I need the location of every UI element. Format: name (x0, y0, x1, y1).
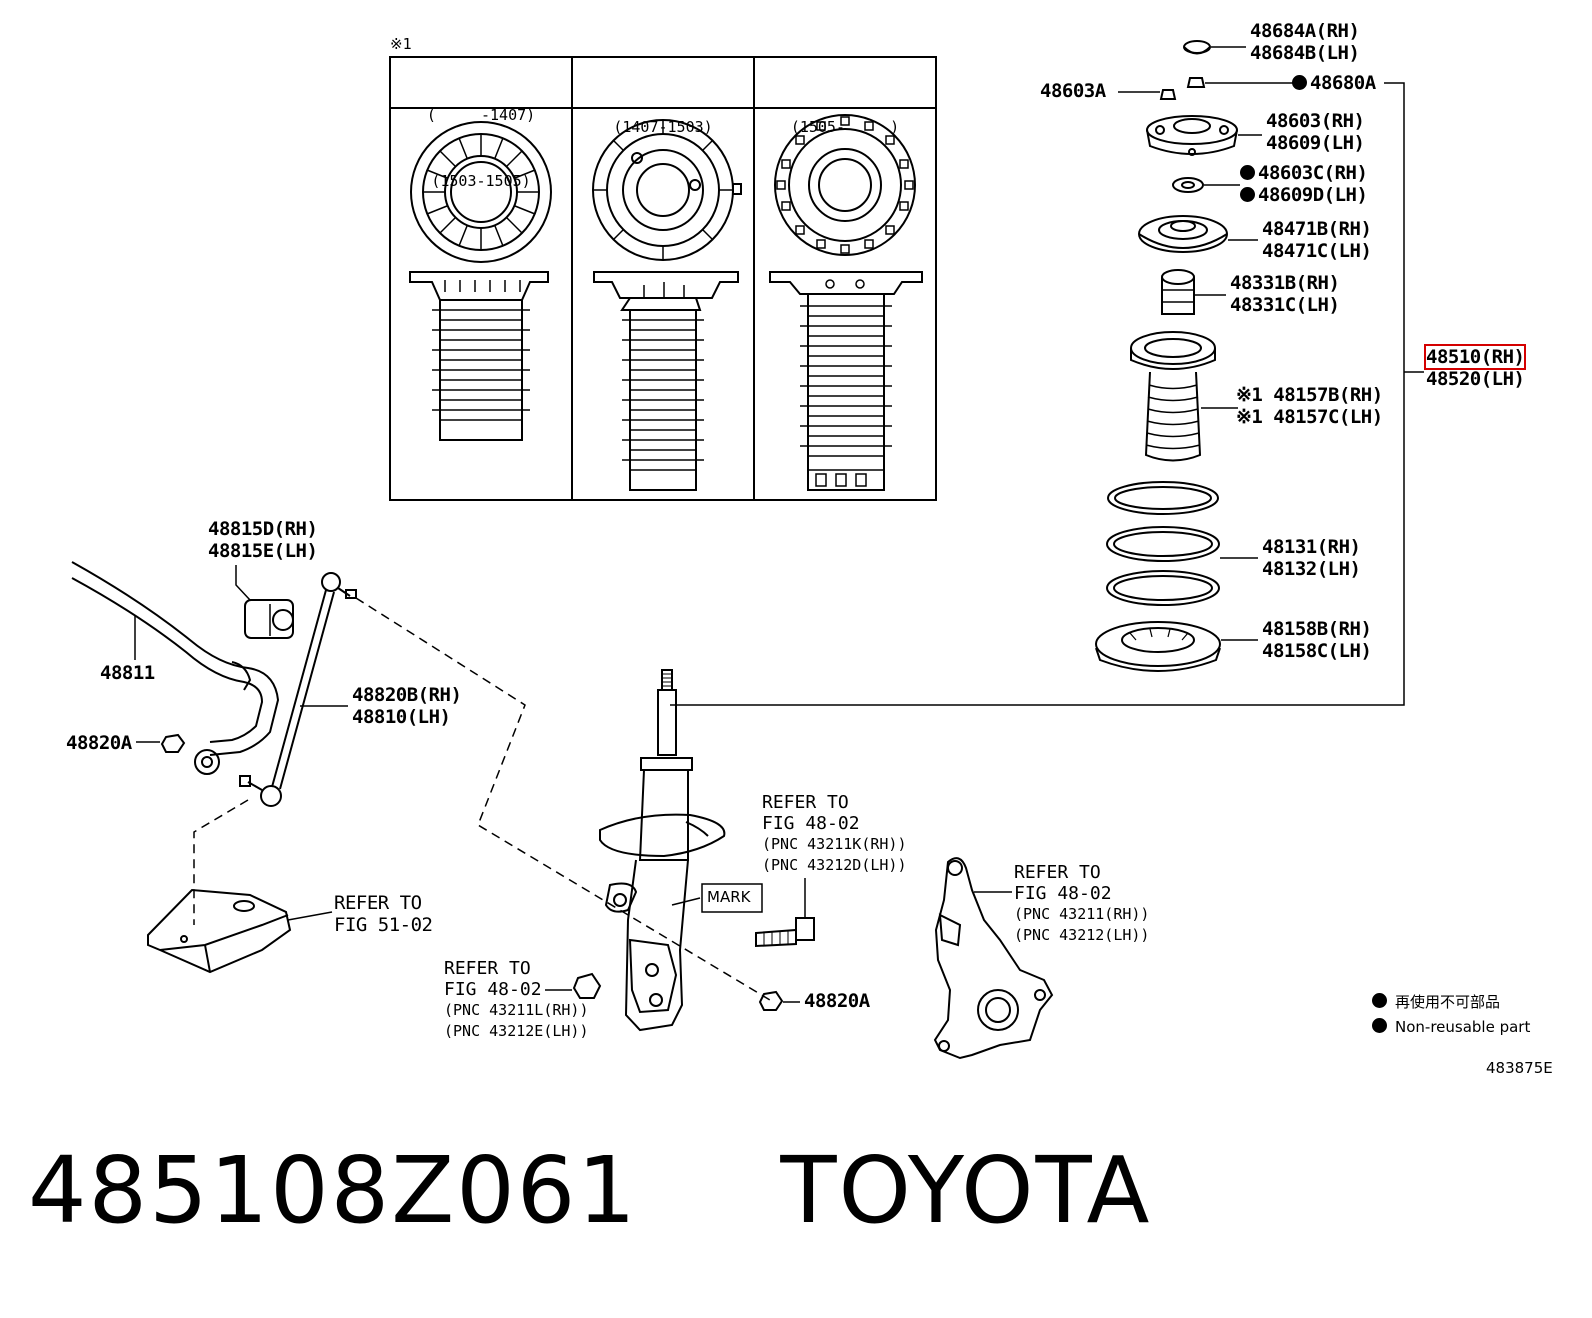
nut-48603a (1118, 89, 1177, 100)
label-48131: 48131(RH) 48132(LH) (1262, 536, 1361, 580)
label-48820b: 48820B(RH) 48810(LH) (352, 684, 462, 728)
inset-bellows-3 (769, 271, 923, 491)
spring-48131 (1106, 481, 1258, 606)
insulator-48157 (1130, 331, 1238, 462)
legend-item-en: Non-reusable part (1372, 1015, 1530, 1040)
non-reusable-bullet-icon (1372, 1018, 1387, 1033)
inset-col2-line1: (1407-1503) (613, 118, 713, 136)
inset-bearing-1 (410, 121, 552, 263)
inset-box (389, 56, 937, 501)
inset-col2-header: (1407-1503) (574, 72, 752, 182)
dashed-guides (193, 597, 771, 1001)
label-48603: 48603(RH) 48609(LH) (1266, 110, 1365, 154)
inset-note-mark: ※1 (390, 35, 412, 53)
nut-strut-left (545, 972, 602, 999)
label-48510: 48510(RH) 48520(LH) (1423, 344, 1527, 390)
bolt-strut (755, 878, 815, 948)
refer-fig48-knuckle: REFER TO FIG 48-02 (PNC 43211(RH)) (PNC … (1014, 862, 1150, 944)
inset-bearing-3 (774, 114, 916, 256)
inset-bellows-2 (593, 271, 739, 491)
stabilizer-end-eye (194, 749, 220, 775)
bumper-48331 (1161, 269, 1226, 315)
part-number: 485108Z061 (28, 1137, 638, 1244)
assembly-bracket (670, 82, 1424, 706)
inset-col3-header: (1505- ) (756, 72, 934, 182)
label-48603c: 48603C(RH) 48609D(LH) (1240, 162, 1368, 206)
washer-48603c (1172, 177, 1240, 193)
inset-col1-header: ( -1407) (1503-1505) (392, 60, 570, 236)
nut-48820a-bottom (758, 990, 800, 1011)
inset-col1-line1: ( -1407) (426, 106, 536, 124)
bearing-48471 (1138, 215, 1258, 253)
label-48331: 48331B(RH) 48331C(LH) (1230, 272, 1340, 316)
label-48820a-bottom: 48820A (804, 990, 870, 1012)
link-48820b (239, 572, 357, 807)
footer-title: 485108Z061 TOYOTA (28, 1136, 1151, 1246)
label-48815: 48815D(RH) 48815E(LH) (208, 518, 318, 562)
non-reusable-bullet-icon (1372, 993, 1387, 1008)
inset-col3-line1: (1505- ) (790, 118, 900, 136)
nut-48820a-left (136, 733, 186, 753)
legend-item-ja: 再使用不可部品 (1372, 990, 1530, 1015)
steering-knuckle (933, 857, 1054, 1060)
label-48820a-left: 48820A (66, 732, 132, 754)
bushing-48815 (235, 565, 294, 639)
refer-fig48-strut-left: REFER TO FIG 48-02 (PNC 43211L(RH)) (PNC… (444, 958, 589, 1040)
inset-bellows-1 (409, 271, 549, 441)
non-reusable-bullet-icon (1292, 75, 1307, 90)
stabilizer-bar (71, 561, 280, 756)
label-48471: 48471B(RH) 48471C(LH) (1262, 218, 1372, 262)
refer-fig51: REFER TO FIG 51-02 (334, 892, 433, 936)
non-reusable-bullet-icon (1240, 165, 1255, 180)
nut-48680a (1186, 77, 1296, 88)
insulator-48158 (1095, 621, 1258, 672)
mark-box (701, 883, 763, 913)
frame-bracket (147, 888, 333, 974)
label-48603a: 48603A (1040, 80, 1106, 102)
support-48603 (1146, 115, 1262, 156)
cap-48684 (1183, 40, 1246, 55)
label-48811: 48811 (100, 662, 155, 684)
label-48680a: 48680A (1292, 72, 1376, 94)
inset-bearing-2 (592, 119, 742, 261)
brand-name: TOYOTA (780, 1137, 1152, 1244)
highlighted-part-number: 48510(RH) (1423, 344, 1527, 370)
non-reusable-bullet-icon (1240, 187, 1255, 202)
legend: 再使用不可部品 Non-reusable part (1372, 990, 1530, 1040)
figure-code: 483875E (1486, 1059, 1553, 1077)
inset-col1-line2: (1503-1505) (431, 172, 531, 190)
label-48158: 48158B(RH) 48158C(LH) (1262, 618, 1372, 662)
refer-fig48-strut-top: REFER TO FIG 48-02 (PNC 43211K(RH)) (PNC… (762, 792, 907, 874)
mark-label: MARK (707, 888, 751, 906)
label-48684: 48684A(RH) 48684B(LH) (1250, 20, 1360, 64)
label-48157: ※1 48157B(RH) ※1 48157C(LH) (1236, 384, 1383, 428)
shock-absorber (599, 669, 726, 1032)
